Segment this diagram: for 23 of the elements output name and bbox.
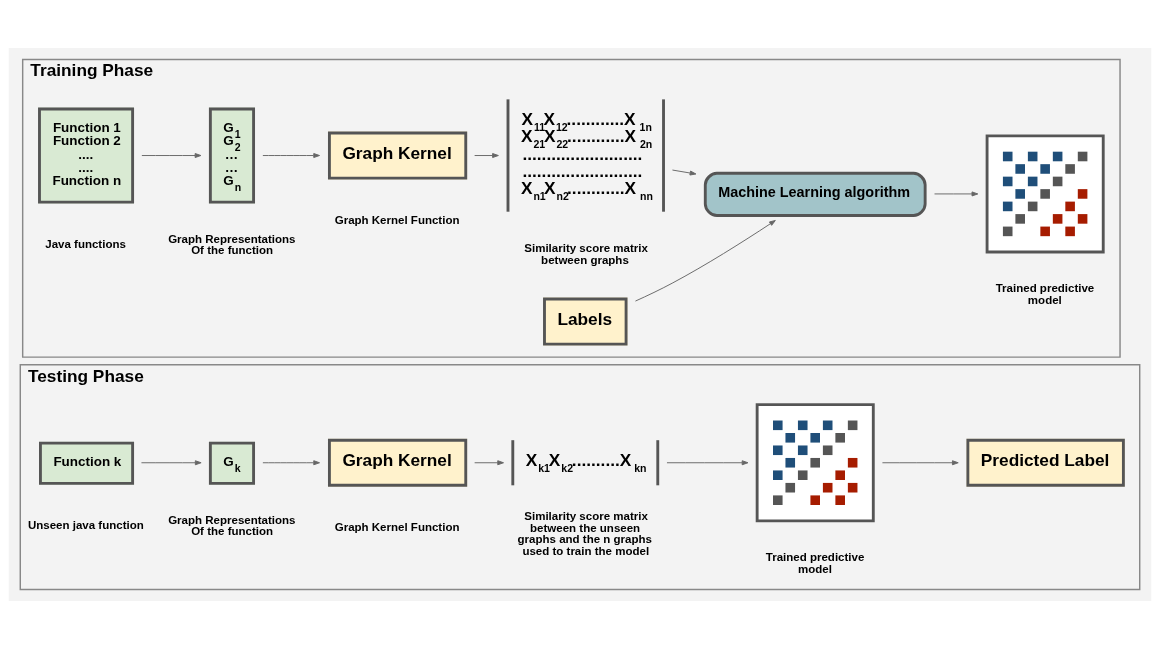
arrow	[671, 169, 697, 175]
arrow	[666, 459, 749, 465]
arrow	[934, 190, 979, 196]
arrow	[474, 152, 499, 158]
node-label: Graph Kernel Function	[334, 520, 460, 533]
node-text: X$_{k1}$X$_{k2}$..........X$_{kn}$	[525, 449, 647, 474]
node-label: Graph Representations Of the function	[168, 232, 296, 256]
arrow	[474, 459, 504, 465]
node-label: Graph Representations Of the function	[168, 513, 296, 537]
arrow	[262, 459, 320, 465]
node-label: Unseen java function	[27, 518, 144, 531]
arrow	[634, 219, 776, 302]
node-label: Graph Kernel Function	[334, 213, 460, 226]
arrow	[881, 459, 959, 465]
node-label: Trained predictive model	[995, 281, 1095, 306]
node-label: Java functions	[45, 237, 126, 250]
arrow	[262, 152, 320, 158]
arrow	[140, 459, 202, 465]
node-label: Similarity score matrix between the unseen graphs and the n graphs used to train the model	[517, 509, 652, 557]
node-label: Similarity score matrix between graphs	[524, 241, 648, 266]
node-label: Trained predictive model	[765, 550, 865, 575]
arrow	[141, 152, 202, 158]
node-text: X$_{11}$X$_{12}$............X$_{1n}$ X$_{21}$X$_{22}$............X$_{2n}$ ......................... ......................... X$_{n1}$X$_{n2}$............X$_{nn}$	[520, 108, 653, 202]
